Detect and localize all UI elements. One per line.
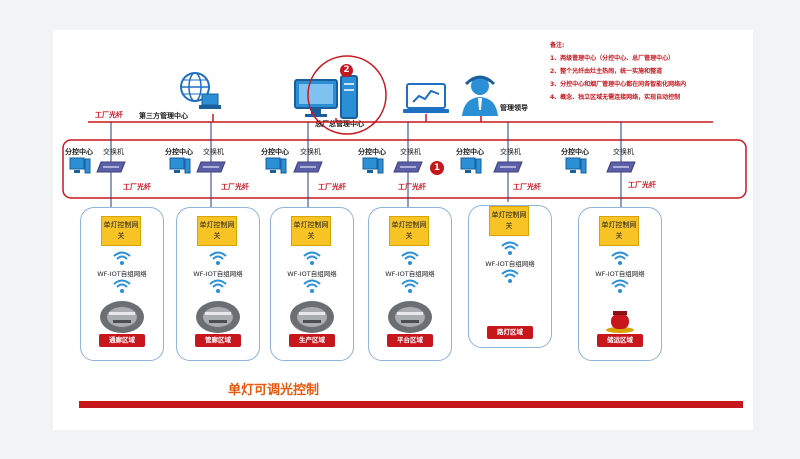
badge-two: 2 [340, 64, 353, 77]
production-photo-icon [290, 301, 334, 333]
gateway-box: 单灯控制网关 [599, 216, 639, 246]
network-label: WF-IOT自组网络 [485, 260, 535, 268]
switch-label: 交换机 [400, 148, 421, 156]
computer-icon [265, 157, 287, 174]
switch-icon [96, 161, 126, 173]
zone-label: 平台区域 [387, 334, 433, 347]
wifi-icon [401, 251, 419, 265]
note-item: 1、两级管理中心（分控中心、总厂管理中心） [550, 55, 675, 62]
zone-label: 路灯区域 [487, 326, 533, 339]
switch-label: 交换机 [203, 148, 224, 156]
leader-person-icon [462, 75, 498, 116]
wifi-icon [303, 251, 321, 265]
network-lines [62, 114, 747, 210]
gateway-box: 单灯控制网关 [197, 216, 237, 246]
control-center-label: 分控中心 [456, 148, 484, 156]
wifi-icon [501, 269, 519, 283]
corridor-photo-icon [100, 301, 144, 333]
streetlight-photo-icon [487, 290, 533, 324]
ring-fibre-label: 工厂光纤 [628, 181, 656, 189]
area-panel: 单灯控制网关 WF-IOT自组网络储运区域 [578, 207, 662, 361]
pipe-gallery-photo-icon [196, 301, 240, 333]
switch-icon [393, 161, 423, 173]
note-item: 2、整个光纤由灶主热闹，统一实施和整道 [550, 68, 663, 75]
footer-title: 单灯可调光控制 [228, 383, 320, 398]
zone-label: 生产区域 [289, 334, 335, 347]
control-center-label: 分控中心 [261, 148, 289, 156]
network-label: WF-IOT自组网络 [287, 270, 337, 278]
wifi-icon [303, 279, 321, 293]
diagram-canvas: 备注: 1、两级管理中心（分控中心、总厂管理中心） 2、整个光纤由灶主热闹，统一… [53, 30, 753, 430]
area-panel: 单灯控制网关 WF-IOT自组网络平台区域 [368, 207, 452, 361]
zone-label: 储运区域 [597, 334, 643, 347]
control-center-label: 分控中心 [165, 148, 193, 156]
top-fibre-label: 工厂光纤 [95, 111, 123, 119]
wifi-icon [611, 251, 629, 265]
warning-light-icon [606, 311, 634, 333]
switch-icon [493, 161, 523, 173]
computer-icon [460, 157, 482, 174]
ring-fibre-label: 工厂光纤 [398, 183, 426, 191]
switch-label: 交换机 [500, 148, 521, 156]
factory-center-label: 总厂总管理中心 [315, 120, 364, 128]
computer-icon [169, 157, 191, 174]
gateway-box: 单灯控制网关 [489, 206, 529, 236]
ring-fibre-label: 工厂光纤 [513, 183, 541, 191]
highlight-circle-icon [307, 55, 387, 135]
ring-fibre-label: 工厂光纤 [221, 183, 249, 191]
network-label: WF-IOT自组网络 [193, 270, 243, 278]
globe-computer-icon [180, 72, 221, 109]
dashboard-laptop-icon [403, 83, 449, 113]
switch-icon [293, 161, 323, 173]
network-label: WF-IOT自组网络 [595, 270, 645, 278]
network-label: WF-IOT自组网络 [97, 270, 147, 278]
area-panel: 单灯控制网关 WF-IOT自组网络通廊区域 [80, 207, 164, 361]
badge-one: 1 [430, 161, 444, 175]
control-center-label: 分控中心 [65, 148, 93, 156]
wifi-icon [611, 279, 629, 293]
wifi-icon [501, 241, 519, 255]
computer-icon [362, 157, 384, 174]
notes-heading: 备注: [550, 42, 565, 49]
computer-icon [565, 157, 587, 174]
wifi-icon [209, 251, 227, 265]
switch-label: 交换机 [300, 148, 321, 156]
computer-icon [69, 157, 91, 174]
ring-fibre-label: 工厂光纤 [123, 183, 151, 191]
third-party-center-label: 第三方管理中心 [139, 112, 188, 120]
wifi-icon [113, 251, 131, 265]
control-center-label: 分控中心 [358, 148, 386, 156]
switch-icon [606, 161, 636, 173]
switch-icon [196, 161, 226, 173]
switch-label: 交换机 [103, 148, 124, 156]
note-item: 4、概念、独立区域无需连接网络，实现自动控制 [550, 94, 681, 101]
zone-label: 管廊区域 [195, 334, 241, 347]
leader-label: 管理领导 [500, 104, 528, 112]
footer-bar [79, 401, 743, 408]
network-label: WF-IOT自组网络 [385, 270, 435, 278]
note-item: 3、分控中心和烟厂管理中心都在同各智能化网络内 [550, 81, 687, 88]
control-center-label: 分控中心 [561, 148, 589, 156]
platform-photo-icon [388, 301, 432, 333]
gateway-box: 单灯控制网关 [291, 216, 331, 246]
gateway-box: 单灯控制网关 [101, 216, 141, 246]
switch-label: 交换机 [613, 148, 634, 156]
wifi-icon [113, 279, 131, 293]
zone-label: 通廊区域 [99, 334, 145, 347]
area-panel: 单灯控制网关 WF-IOT自组网络路灯区域 [468, 205, 552, 348]
area-panel: 单灯控制网关 WF-IOT自组网络管廊区域 [176, 207, 260, 361]
gateway-box: 单灯控制网关 [389, 216, 429, 246]
notes-panel: 备注: 1、两级管理中心（分控中心、总厂管理中心） 2、整个光纤由灶主热闹，统一… [550, 39, 750, 104]
wifi-icon [401, 279, 419, 293]
wifi-icon [209, 279, 227, 293]
ring-fibre-label: 工厂光纤 [318, 183, 346, 191]
area-panel: 单灯控制网关 WF-IOT自组网络生产区域 [270, 207, 354, 361]
